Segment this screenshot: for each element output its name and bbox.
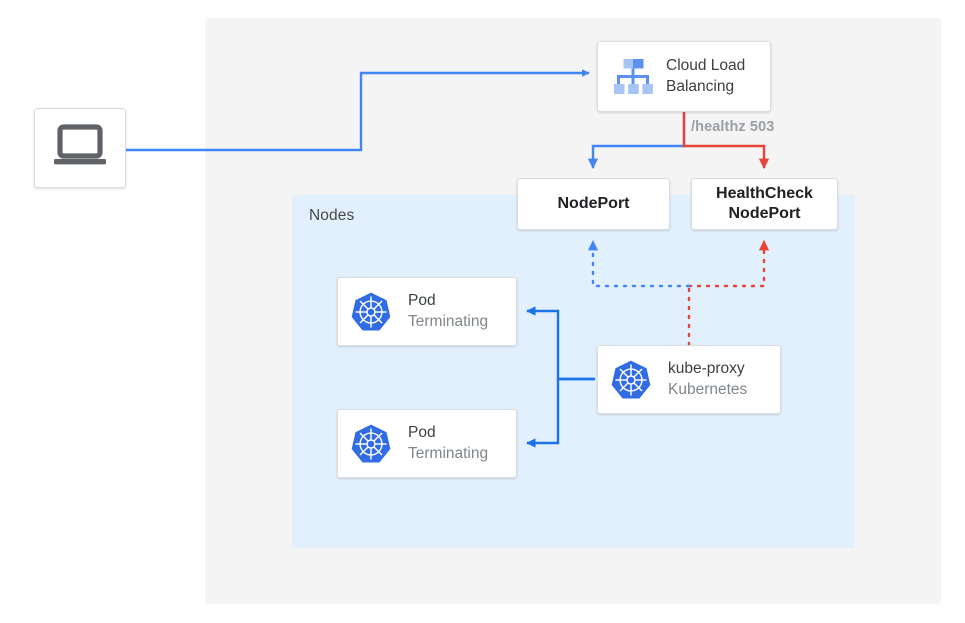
cloud-load-balancing-icon bbox=[610, 56, 656, 98]
laptop-icon bbox=[52, 123, 108, 174]
pod-1-status: Terminating bbox=[408, 312, 489, 330]
kube-proxy-title: kube-proxy bbox=[668, 360, 745, 378]
pod-1-labels: Pod Terminating bbox=[408, 291, 488, 332]
nodeport-label: NodePort bbox=[557, 195, 630, 212]
pod-2-title: Pod bbox=[408, 424, 436, 442]
pod-1-title: Pod bbox=[408, 292, 436, 310]
cloud-load-balancing-title: Cloud Load bbox=[666, 57, 746, 75]
pod-node-1[interactable]: Pod Terminating bbox=[337, 277, 517, 346]
kube-proxy-node[interactable]: kube-proxy Kubernetes bbox=[597, 345, 781, 414]
kubernetes-icon bbox=[348, 291, 394, 333]
healthcheck-nodeport-line2: NodePort bbox=[728, 205, 801, 222]
pod-node-2[interactable]: Pod Terminating bbox=[337, 409, 517, 478]
healthz-edge-label: /healthz 503 bbox=[691, 119, 775, 135]
pod-2-status: Terminating bbox=[408, 444, 489, 462]
healthcheck-nodeport-line1: HealthCheck bbox=[716, 185, 813, 202]
kubernetes-icon bbox=[608, 359, 654, 401]
kube-proxy-subtitle: Kubernetes bbox=[668, 380, 748, 398]
healthcheck-nodeport-node[interactable]: HealthCheck NodePort bbox=[691, 178, 838, 230]
client-node[interactable] bbox=[34, 108, 126, 188]
nodes-panel-label: Nodes bbox=[309, 207, 355, 224]
cloud-load-balancing-labels: Cloud Load Balancing bbox=[666, 56, 745, 97]
healthcheck-nodeport-label: HealthCheck NodePort bbox=[692, 184, 837, 224]
kubernetes-icon bbox=[348, 423, 394, 465]
pod-2-labels: Pod Terminating bbox=[408, 423, 488, 464]
cloud-load-balancing-subtitle: Balancing bbox=[666, 77, 735, 95]
cloud-load-balancing-node[interactable]: Cloud Load Balancing bbox=[597, 41, 771, 112]
nodeport-node[interactable]: NodePort bbox=[517, 178, 670, 230]
kube-proxy-labels: kube-proxy Kubernetes bbox=[668, 359, 747, 400]
